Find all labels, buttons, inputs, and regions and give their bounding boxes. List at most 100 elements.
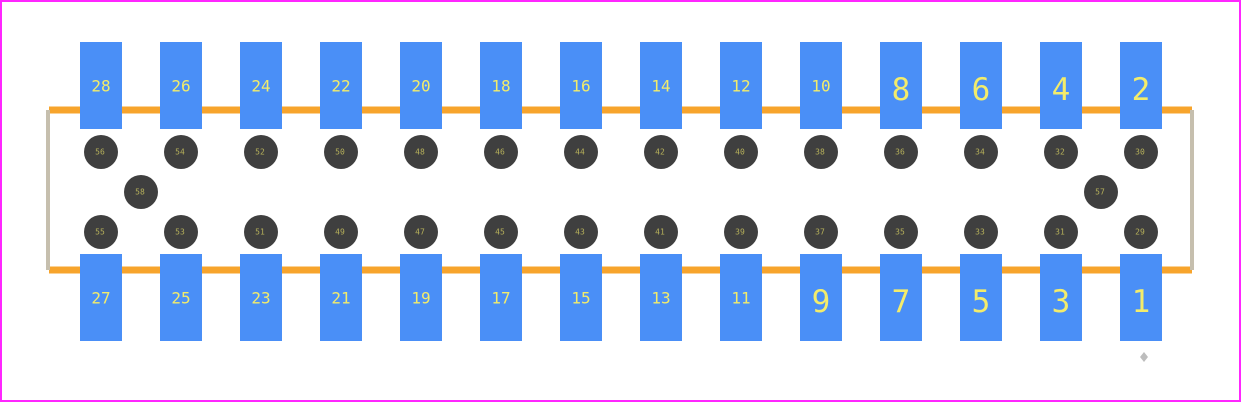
hole-label-44: 44 xyxy=(575,148,585,157)
pad-label-2: 2 xyxy=(1132,72,1151,108)
hole-label-41: 41 xyxy=(655,228,665,237)
pad-28 xyxy=(80,42,122,129)
pad-label-22: 22 xyxy=(331,77,350,96)
pad-label-23: 23 xyxy=(251,289,270,308)
hole-39 xyxy=(724,215,758,249)
pad-label-1: 1 xyxy=(1132,284,1151,320)
hole-label-30: 30 xyxy=(1135,148,1145,157)
pad-label-4: 4 xyxy=(1052,72,1071,108)
hole-label-55: 55 xyxy=(95,228,105,237)
pad-19 xyxy=(400,254,442,341)
hole-57 xyxy=(1084,175,1118,209)
hole-label-53: 53 xyxy=(175,228,185,237)
hole-55 xyxy=(84,215,118,249)
pad-24 xyxy=(240,42,282,129)
pad-12 xyxy=(720,42,762,129)
hole-label-31: 31 xyxy=(1055,228,1065,237)
pad-16 xyxy=(560,42,602,129)
pad-21 xyxy=(320,254,362,341)
hole-56 xyxy=(84,135,118,169)
hole-45 xyxy=(484,215,518,249)
pad-14 xyxy=(640,42,682,129)
hole-label-38: 38 xyxy=(815,148,825,157)
pad-label-19: 19 xyxy=(411,289,430,308)
pad-label-8: 8 xyxy=(892,72,911,108)
pad-label-14: 14 xyxy=(651,77,670,96)
hole-54 xyxy=(164,135,198,169)
pad-label-28: 28 xyxy=(91,77,110,96)
hole-52 xyxy=(244,135,278,169)
pad-25 xyxy=(160,254,202,341)
pad-3 xyxy=(1040,254,1082,341)
hole-47 xyxy=(404,215,438,249)
pad-13 xyxy=(640,254,682,341)
pad-label-20: 20 xyxy=(411,77,430,96)
pad-label-9: 9 xyxy=(812,284,831,320)
hole-36 xyxy=(884,135,918,169)
hole-46 xyxy=(484,135,518,169)
hole-label-54: 54 xyxy=(175,148,185,157)
hole-41 xyxy=(644,215,678,249)
pad-27 xyxy=(80,254,122,341)
pad-label-25: 25 xyxy=(171,289,190,308)
hole-label-48: 48 xyxy=(415,148,425,157)
hole-38 xyxy=(804,135,838,169)
pad-label-6: 6 xyxy=(972,72,991,108)
pad-label-21: 21 xyxy=(331,289,350,308)
hole-58 xyxy=(124,175,158,209)
pad-label-7: 7 xyxy=(892,284,911,320)
hole-label-46: 46 xyxy=(495,148,505,157)
pad-1 xyxy=(1120,254,1162,341)
hole-48 xyxy=(404,135,438,169)
hole-label-34: 34 xyxy=(975,148,985,157)
pad-26 xyxy=(160,42,202,129)
hole-label-33: 33 xyxy=(975,228,985,237)
hole-label-39: 39 xyxy=(735,228,745,237)
pad-20 xyxy=(400,42,442,129)
hole-34 xyxy=(964,135,998,169)
pad-11 xyxy=(720,254,762,341)
hole-label-57: 57 xyxy=(1095,188,1105,197)
hole-label-43: 43 xyxy=(575,228,585,237)
pad-label-26: 26 xyxy=(171,77,190,96)
pad-label-3: 3 xyxy=(1052,284,1071,320)
pad-label-18: 18 xyxy=(491,77,510,96)
pad-label-5: 5 xyxy=(972,284,991,320)
hole-30 xyxy=(1124,135,1158,169)
pad-6 xyxy=(960,42,1002,129)
connector-outline xyxy=(46,106,1194,274)
hole-31 xyxy=(1044,215,1078,249)
hole-53 xyxy=(164,215,198,249)
hole-label-37: 37 xyxy=(815,228,825,237)
hole-37 xyxy=(804,215,838,249)
hole-label-45: 45 xyxy=(495,228,505,237)
hole-label-35: 35 xyxy=(895,228,905,237)
hole-label-29: 29 xyxy=(1135,228,1145,237)
hole-32 xyxy=(1044,135,1078,169)
hole-label-36: 36 xyxy=(895,148,905,157)
diamond-icon xyxy=(1140,352,1148,362)
hole-label-49: 49 xyxy=(335,228,345,237)
pad-label-27: 27 xyxy=(91,289,110,308)
pad-5 xyxy=(960,254,1002,341)
hole-50 xyxy=(324,135,358,169)
pad-2 xyxy=(1120,42,1162,129)
hole-label-47: 47 xyxy=(415,228,425,237)
pad-label-17: 17 xyxy=(491,289,510,308)
pad-4 xyxy=(1040,42,1082,129)
hole-label-56: 56 xyxy=(95,148,105,157)
hole-40 xyxy=(724,135,758,169)
pad-18 xyxy=(480,42,522,129)
hole-49 xyxy=(324,215,358,249)
pad-22 xyxy=(320,42,362,129)
hole-29 xyxy=(1124,215,1158,249)
pad-label-12: 12 xyxy=(731,77,750,96)
pad-23 xyxy=(240,254,282,341)
pad-17 xyxy=(480,254,522,341)
